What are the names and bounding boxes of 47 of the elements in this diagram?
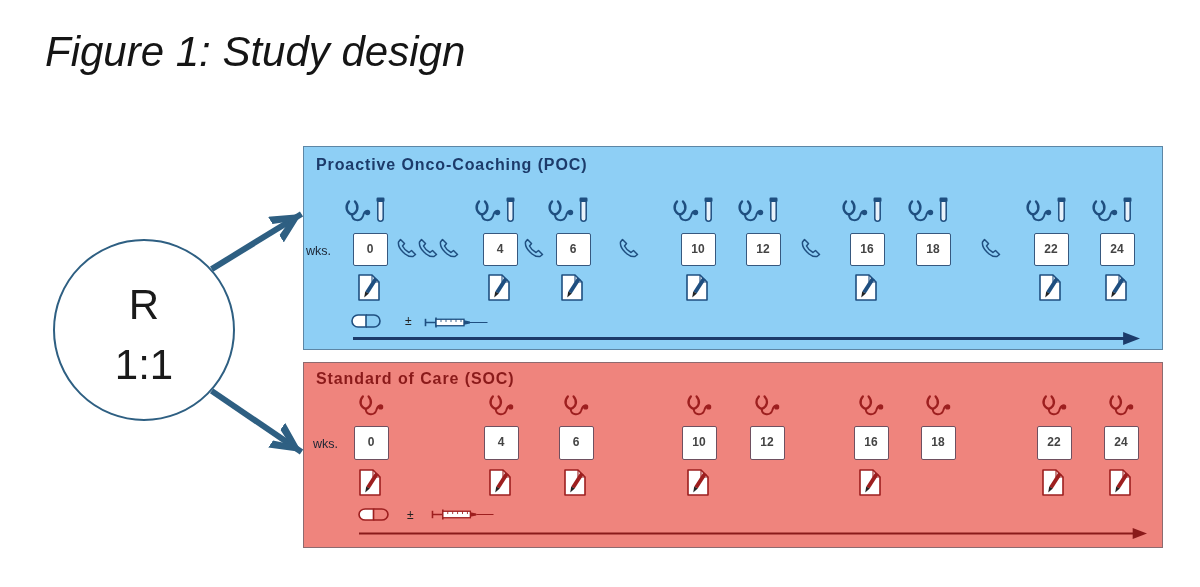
week-box (915, 233, 951, 266)
week-number: 16 (864, 436, 878, 450)
arm-heading: Standard of Care (SOC) (316, 370, 515, 389)
week-number: 16 (860, 242, 874, 257)
week-box (558, 426, 594, 460)
randomization-label: R (128, 284, 160, 326)
week-box (849, 233, 885, 266)
week-box (353, 426, 389, 460)
week-number: 18 (926, 242, 940, 257)
week-number: 6 (572, 436, 580, 450)
week-number: 10 (692, 436, 706, 450)
week-box (352, 233, 388, 266)
week-box (749, 426, 785, 460)
week-box (681, 426, 717, 460)
week-box (680, 233, 716, 266)
week-box (1036, 426, 1072, 460)
row-label: wks. (306, 243, 331, 259)
arm-panel (303, 362, 1163, 548)
figure-title: Figure 1: Study design (45, 28, 466, 77)
row-label: wks. (313, 436, 338, 452)
week-box (483, 426, 519, 460)
arm-panel (303, 146, 1163, 350)
week-number: 10 (691, 242, 705, 257)
week-box (555, 233, 591, 266)
week-number: 0 (366, 242, 374, 257)
plus-minus-sign: ± (407, 509, 414, 523)
week-box (853, 426, 889, 460)
plus-minus-sign: ± (405, 315, 412, 329)
week-number: 24 (1110, 242, 1124, 257)
randomization-label: 1:1 (114, 344, 174, 386)
week-box (482, 233, 518, 266)
week-box (920, 426, 956, 460)
week-number: 4 (497, 436, 505, 450)
arm-heading: Proactive Onco-Coaching (POC) (316, 156, 588, 175)
week-box (1103, 426, 1139, 460)
week-number: 4 (496, 242, 504, 257)
week-number: 12 (760, 436, 774, 450)
week-number: 24 (1114, 436, 1128, 450)
week-box (1099, 233, 1135, 266)
week-number: 6 (569, 242, 577, 257)
week-number: 22 (1047, 436, 1061, 450)
week-number: 0 (367, 436, 375, 450)
week-number: 18 (931, 436, 945, 450)
week-box (1033, 233, 1069, 266)
week-number: 22 (1044, 242, 1058, 257)
week-box (745, 233, 781, 266)
week-number: 12 (756, 242, 770, 257)
